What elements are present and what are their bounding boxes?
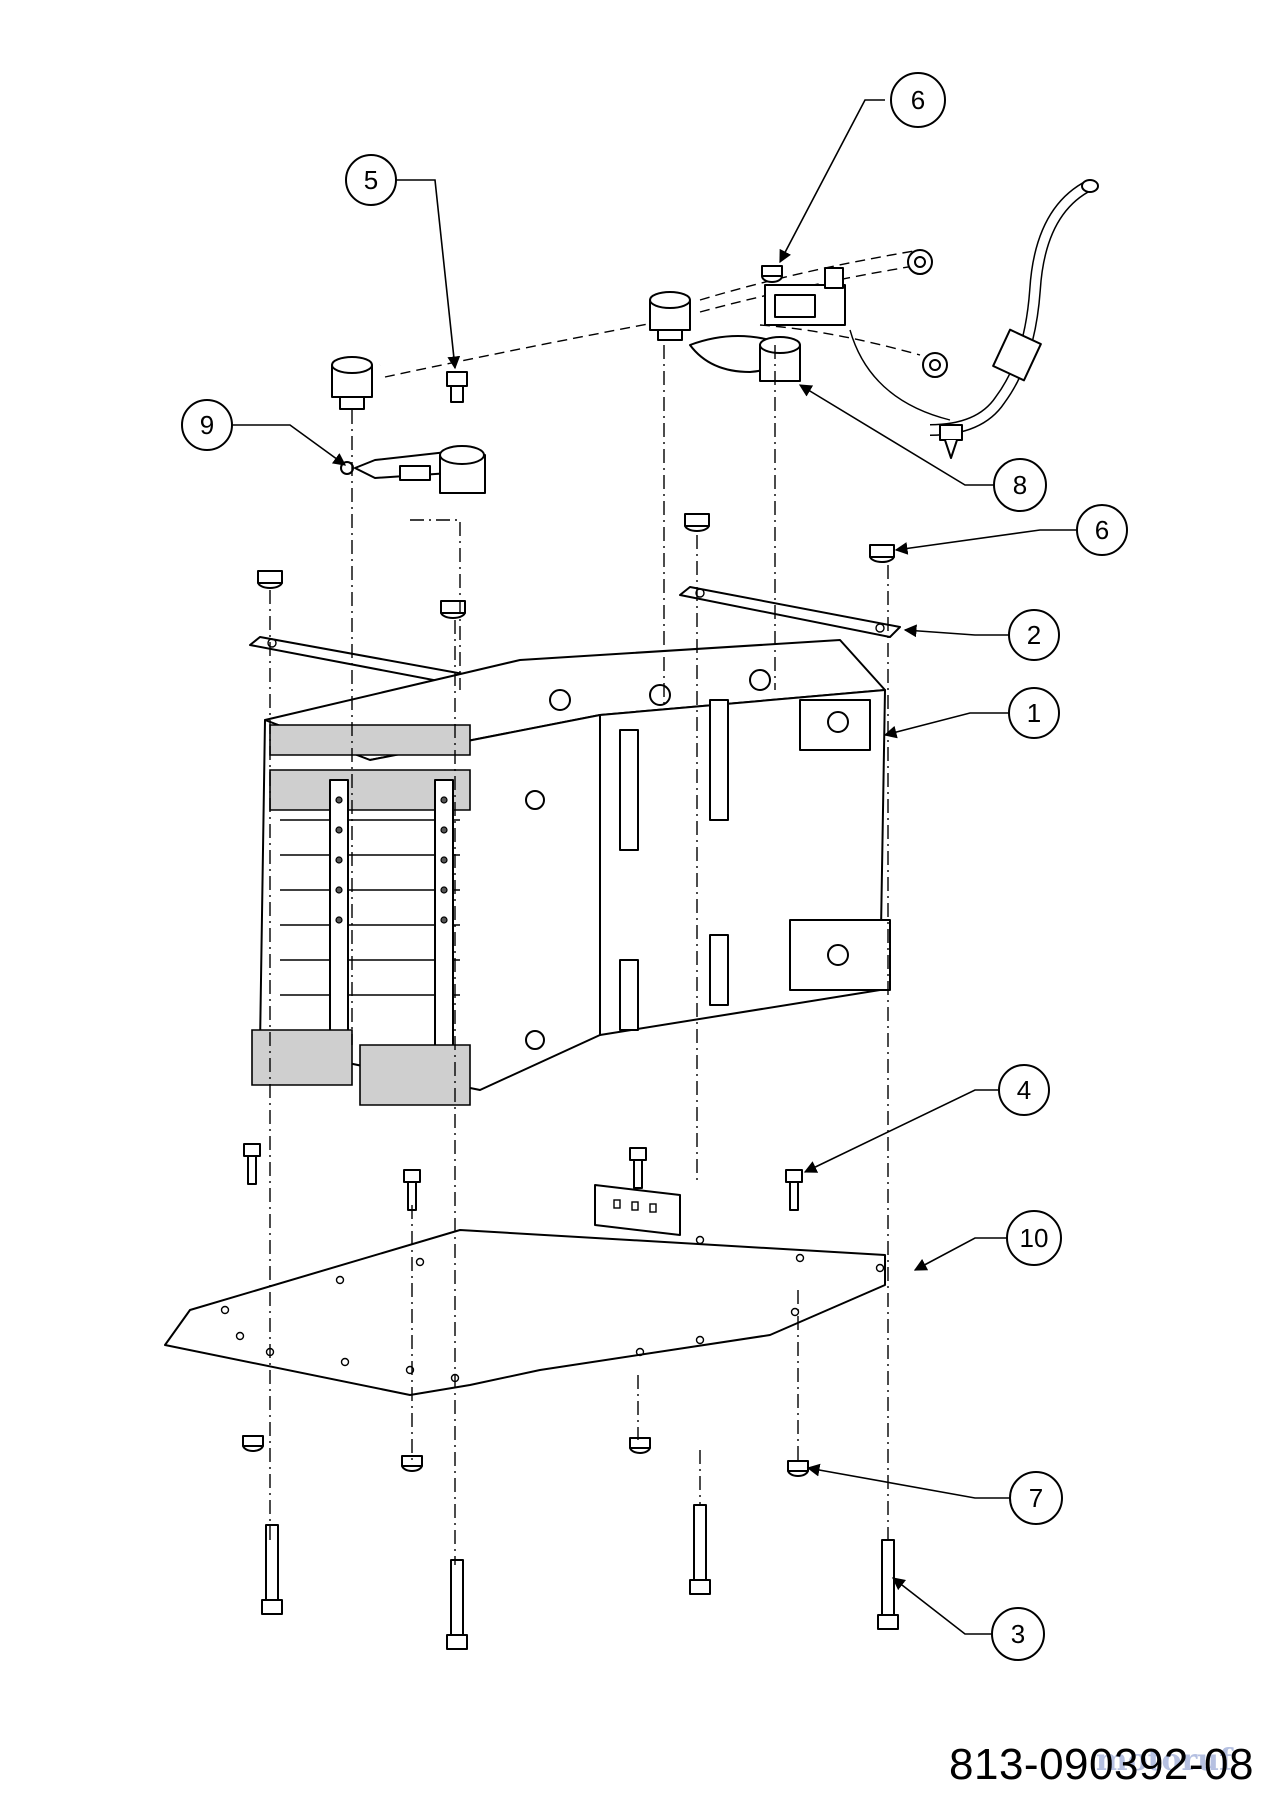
svg-text:8: 8 [1013,470,1027,500]
hold-down-strip-right[interactable] [679,586,901,638]
nut-7-c[interactable] [629,1437,651,1454]
callout-5: 5 [345,154,397,206]
nut-6-mid[interactable] [440,600,466,619]
callout-6-top: 6 [890,72,946,128]
screw-4-d[interactable] [785,1169,803,1211]
nut-6-top[interactable] [761,265,783,283]
callout-3: 3 [991,1607,1045,1661]
screw-4-a[interactable] [243,1143,261,1185]
callout-1: 1 [1008,687,1060,739]
svg-text:4: 4 [1017,1075,1031,1105]
bolt-3-c[interactable] [689,1504,711,1595]
svg-text:6: 6 [1095,515,1109,545]
nut-6-center[interactable] [684,513,710,532]
callout-8: 8 [993,458,1047,512]
mounting-plate[interactable] [164,1184,886,1396]
svg-text:6: 6 [911,85,925,115]
callout-4: 4 [998,1064,1050,1116]
svg-text:2: 2 [1027,620,1041,650]
callout-6-right: 6 [1076,504,1128,556]
watermark: motoruf [1095,1743,1232,1778]
screw-4-b[interactable] [403,1169,421,1211]
wiring-harness[interactable] [331,179,1099,459]
nut-6-left[interactable] [257,570,283,589]
svg-text:9: 9 [200,410,214,440]
callout-9: 9 [181,399,233,451]
nut-7-a[interactable] [242,1435,264,1452]
screw-4-c[interactable] [629,1147,647,1189]
bolt-3-b[interactable] [446,1559,468,1650]
battery-cable[interactable] [340,445,486,494]
drawing-number: 813-090392-08 [949,1740,1254,1789]
svg-text:7: 7 [1029,1483,1043,1513]
svg-text:10: 10 [1020,1223,1049,1253]
callout-2: 2 [1008,609,1060,661]
svg-text:5: 5 [364,165,378,195]
nut-7-d[interactable] [787,1460,809,1477]
bolt-3-a[interactable] [261,1524,283,1615]
callout-10: 10 [1006,1210,1062,1266]
leader-lines [232,99,1080,1635]
callout-7: 7 [1009,1471,1063,1525]
nut-7-b[interactable] [401,1455,423,1472]
nut-6-right[interactable] [869,544,895,563]
screw-5[interactable] [446,371,468,403]
bolt-3-d[interactable] [877,1539,899,1630]
svg-text:3: 3 [1011,1619,1025,1649]
svg-text:1: 1 [1027,698,1041,728]
battery-pack[interactable] [251,639,891,1106]
